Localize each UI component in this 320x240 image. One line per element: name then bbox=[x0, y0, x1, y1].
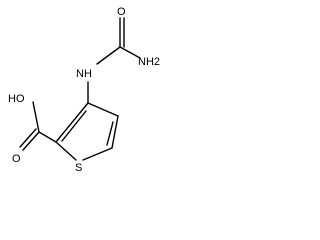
bond-carbonyl-carbon-nh bbox=[96, 46, 121, 65]
atom-label-o-carbonyl-bottom: O bbox=[12, 153, 21, 165]
bond-ring-c4-c5-2 bbox=[106, 121, 114, 146]
bond-ring-c2-carboxyl-carbon bbox=[38, 131, 57, 143]
bond-nh2-carbonyl-carbon bbox=[119, 46, 141, 59]
bond-carboxyl-carbon-oh bbox=[32, 101, 40, 133]
atom-label-nh: NH bbox=[76, 68, 92, 80]
bond-ring-s-c2 bbox=[55, 141, 77, 161]
bond-ring-c3-c4 bbox=[87, 102, 119, 117]
atom-label-oh: HO bbox=[8, 93, 25, 105]
bond-carboxyl-carbon-o-bottom-2 bbox=[19, 128, 37, 148]
bond-ring-c4-c5-1 bbox=[111, 115, 119, 149]
atom-label-s: S bbox=[75, 162, 82, 174]
bond-ring-c2-c3-1 bbox=[55, 102, 89, 143]
bond-carboxyl-carbon-o-bottom-1 bbox=[22, 131, 40, 151]
atom-label-o-carbonyl-top: O bbox=[117, 6, 126, 18]
bond-ring-c5-s bbox=[82, 147, 113, 161]
atom-label-nh2: NH2 bbox=[138, 56, 160, 68]
bond-ring-c2-c3-2 bbox=[61, 110, 87, 142]
chemical-structure-diagram: NH2 O NH HO O S bbox=[8, 6, 160, 174]
